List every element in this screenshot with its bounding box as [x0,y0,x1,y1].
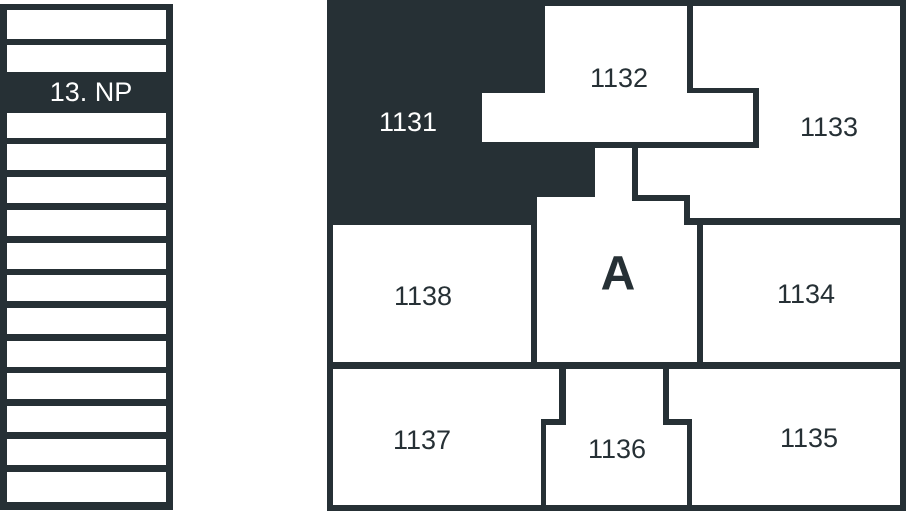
floor-row[interactable] [7,472,166,502]
floor-plan: 1131 1132 1133 A 1138 1134 1137 1136 113… [327,0,906,511]
room-1133-label: 1133 [800,112,858,142]
room-1132-label: 1132 [590,63,648,93]
room-1133[interactable] [638,6,900,218]
floor-row[interactable] [7,275,166,301]
room-1136-label: 1136 [588,434,646,464]
floor-row[interactable] [7,439,166,465]
room-1131[interactable] [333,6,589,218]
floor-row[interactable] [7,406,166,432]
core-a-label: A [601,248,636,301]
floor-row[interactable] [7,45,166,72]
floor-row[interactable] [7,10,166,39]
room-1135-label: 1135 [780,423,838,453]
room-1137-label: 1137 [393,425,451,455]
room-1134-label: 1134 [777,279,835,309]
floor-row[interactable] [7,341,166,367]
floor-row-selected[interactable] [7,73,166,112]
floor-row[interactable] [7,144,166,170]
floor-row[interactable] [7,113,166,138]
room-1132[interactable] [482,6,753,142]
floor-selector: 13. NP [0,4,173,510]
floor-row[interactable] [7,308,166,334]
room-1134[interactable] [703,225,900,362]
floor-row[interactable] [7,210,166,236]
core-a[interactable] [537,148,697,362]
room-1135[interactable] [669,369,900,505]
room-1137[interactable] [333,369,559,505]
room-1136[interactable] [546,369,687,505]
selected-floor-label: 13. NP [50,77,133,107]
room-1138[interactable] [333,225,531,362]
room-1131-label: 1131 [379,107,437,137]
floor-row[interactable] [7,177,166,203]
room-1138-label: 1138 [394,281,452,311]
floor-row[interactable] [7,243,166,269]
floor-row[interactable] [7,373,166,399]
